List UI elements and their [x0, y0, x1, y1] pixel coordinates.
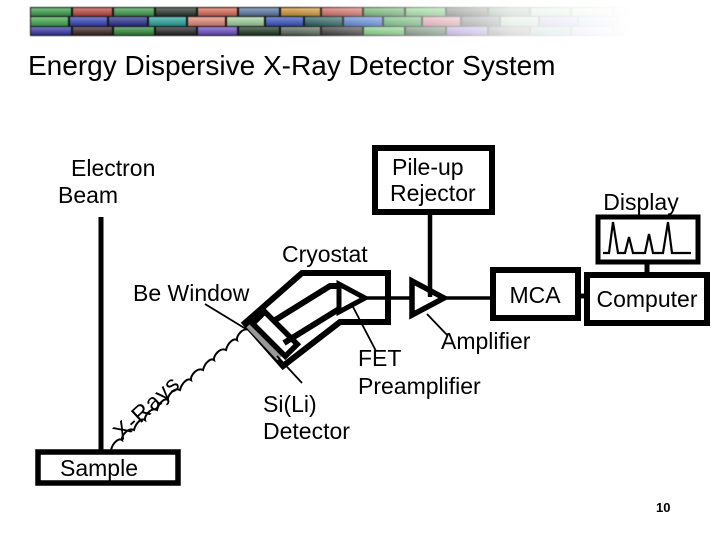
fet-preamplifier-label-line2: Preamplifier [358, 373, 481, 399]
sample-box [35, 449, 181, 486]
si-li-detector-pointer-line [276, 355, 303, 384]
xrays-label: X-Rays [108, 370, 185, 445]
si-li-detector-label-line1: Si(Li) [263, 391, 317, 417]
display-label: Display [603, 189, 679, 215]
decorative-strip-fade [28, 5, 698, 38]
amplifier-pointer-line [426, 313, 449, 337]
fet-preamplifier-pointer-line [351, 304, 377, 352]
spectrum-trace-icon [603, 221, 691, 255]
computer-label: Computer [597, 286, 698, 312]
decorative-strip [28, 5, 698, 38]
be-window-pointer-line [204, 303, 247, 330]
pile-up-rejector-box [372, 145, 495, 215]
xray-wave-line [110, 328, 250, 451]
page-number: 10 [656, 500, 671, 515]
be-window-label: Be Window [133, 280, 250, 306]
sample-label: Sample [60, 455, 138, 481]
cold-finger-upper-line [270, 283, 339, 325]
pile-up-rejector-label-line2: Rejector [390, 180, 476, 206]
si-li-detector-label-line2: Detector [263, 418, 350, 444]
slide-title: Energy Dispersive X-Ray Detector System [28, 50, 556, 81]
cryostat-label: Cryostat [282, 241, 368, 267]
fet-preamplifier-label-line1: FET [358, 345, 401, 371]
pile-up-rejector-label-line1: Pile-up [392, 154, 464, 180]
mca-label: MCA [509, 282, 561, 308]
cold-finger-lower-line [282, 306, 341, 346]
amplifier-label: Amplifier [441, 328, 531, 354]
electron-beam-label-line2: Beam [58, 182, 118, 208]
electron-beam-label-line1: Electron [71, 155, 155, 181]
